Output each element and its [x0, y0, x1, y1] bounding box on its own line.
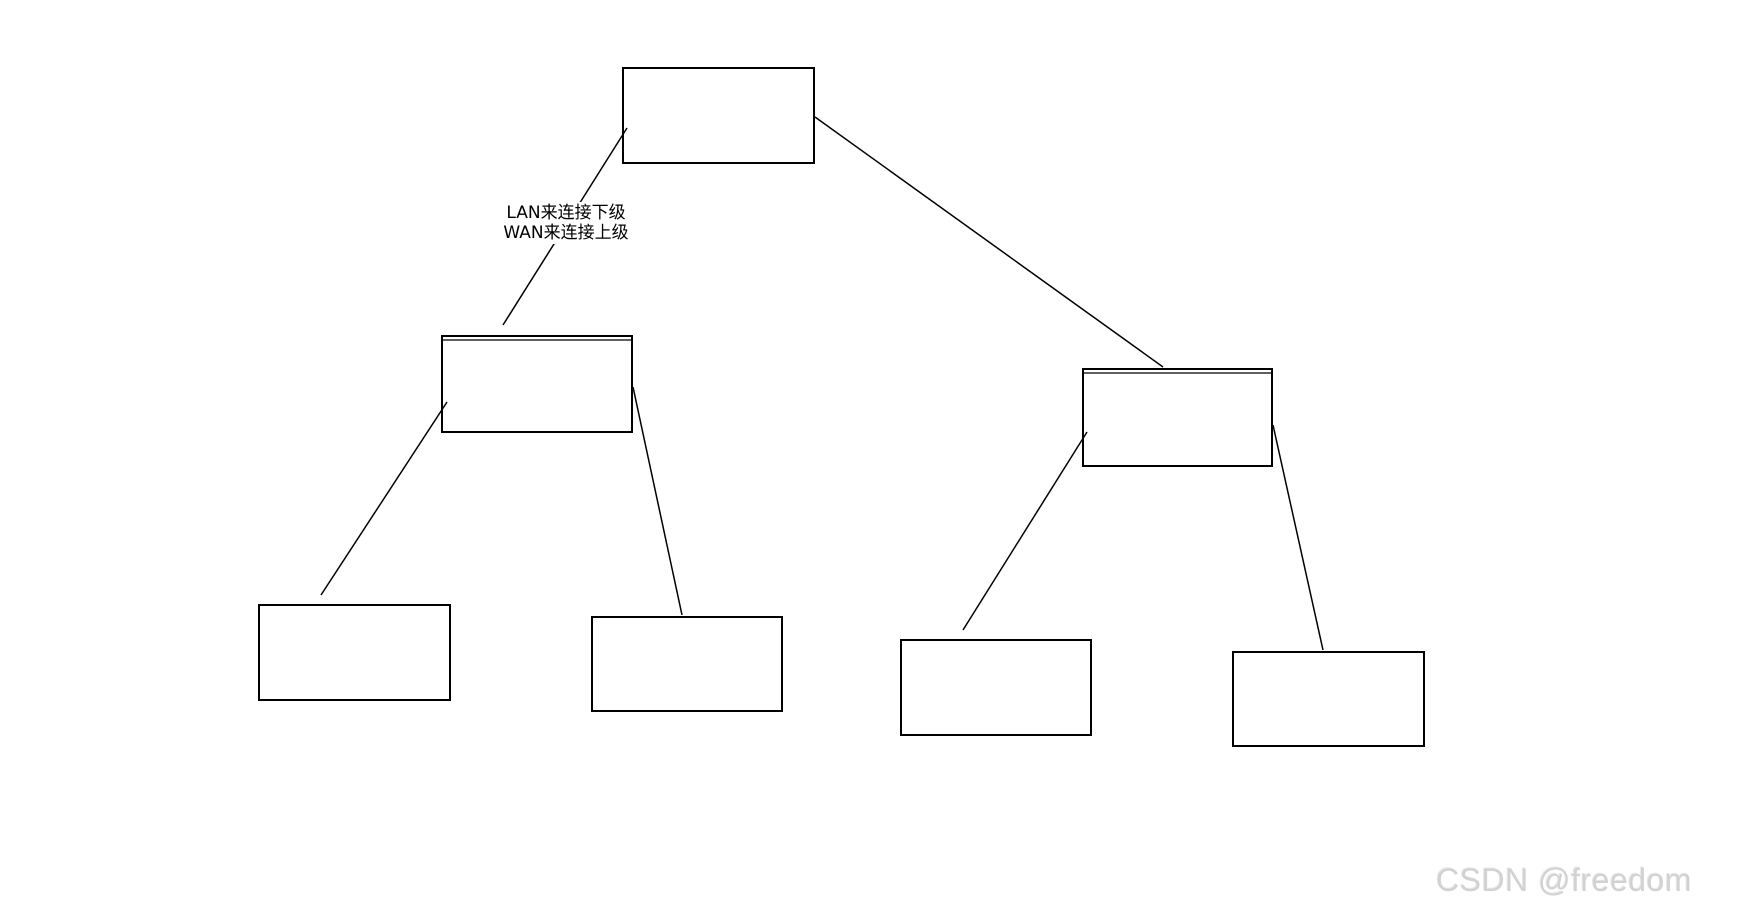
csdn-watermark: CSDN @freedom [1436, 862, 1692, 898]
edge-label-line-2: WAN来连接上级 [503, 223, 629, 243]
edge-root-to-mid-right [814, 116, 1164, 368]
mid-left-box [441, 335, 633, 433]
leaf-box-3 [900, 639, 1092, 736]
root-box [622, 67, 815, 164]
edge-label-line-1: LAN来连接下级 [506, 203, 626, 223]
mid-right-box [1082, 368, 1273, 467]
leaf-box-1 [258, 604, 451, 701]
edge-mid-left-to-leaf-2 [632, 386, 683, 616]
leaf-box-4 [1232, 651, 1425, 747]
edge-mid-right-to-leaf-4 [1272, 424, 1324, 651]
edge-label-lan-wan: LAN来连接下级 WAN来连接上级 [500, 202, 632, 244]
edge-mid-left-to-leaf-1 [320, 401, 448, 596]
leaf-box-2 [591, 616, 783, 712]
edge-mid-right-to-leaf-3 [962, 431, 1088, 631]
